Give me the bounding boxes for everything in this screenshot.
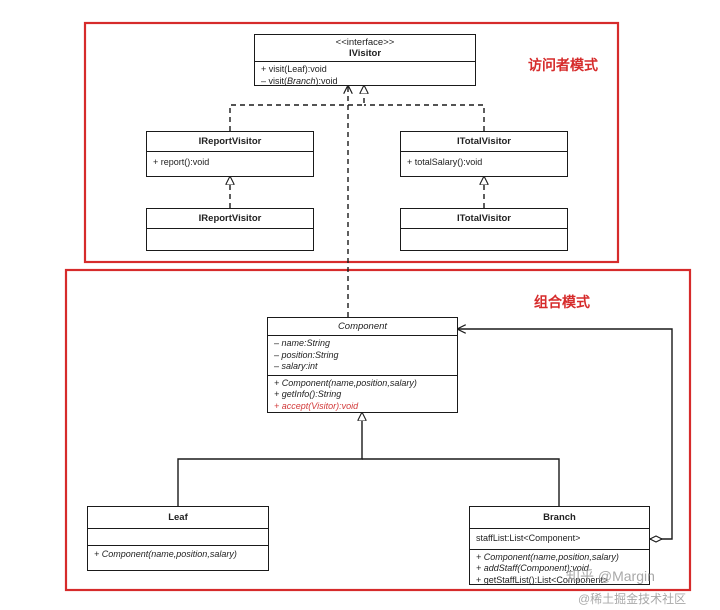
attribute-salary: – salary:int — [274, 361, 318, 371]
composite-pattern-label: 组合模式 — [534, 294, 590, 310]
generalization-branch-to-component — [362, 458, 560, 506]
class-branch[interactable]: Branch staffList:List<Component> + Compo… — [469, 506, 650, 585]
class-branch-name: Branch — [470, 507, 649, 529]
class-itotalvisitor-interface[interactable]: ITotalVisitor + totalSalary():void — [400, 131, 568, 177]
class-component[interactable]: Component – name:String – position:Strin… — [267, 317, 458, 413]
class-ivisitor-operations: + visit(Leaf):void – visit(Branch):void — [255, 62, 475, 89]
operation-leaf-constructor: + Component(name,position,salary) — [94, 549, 237, 559]
class-leaf-name: Leaf — [88, 507, 268, 529]
attribute-position: – position:String — [274, 349, 339, 360]
aggregation-branch-to-component — [458, 329, 673, 539]
class-leaf[interactable]: Leaf + Component(name,position,salary) — [87, 506, 269, 571]
operation-accept: + accept(Visitor):void — [274, 400, 359, 411]
operation-visit-branch: – visit(Branch):void — [261, 75, 338, 86]
operation-report: + report():void — [153, 157, 210, 167]
class-ireportvisitor-interface[interactable]: IReportVisitor + report():void — [146, 131, 314, 177]
attribute-staff-list: staffList:List<Component> — [470, 529, 649, 550]
watermark-juejin: @稀土掘金技术社区 — [578, 592, 687, 606]
class-ireportvisitor-header: IReportVisitor — [147, 132, 313, 152]
watermark-zhihu: 知乎 @Margin — [566, 568, 655, 584]
visitor-pattern-frame — [83, 21, 620, 264]
class-leaf-attributes — [88, 529, 268, 546]
class-itotalvisitor-impl-header: ITotalVisitor — [401, 209, 567, 229]
operation-branch-constructor: + Component(name,position,salary) — [476, 551, 619, 562]
composite-pattern-frame — [64, 268, 692, 592]
class-ivisitor[interactable]: <<interface>> IVisitor + visit(Leaf):voi… — [254, 34, 476, 86]
class-branch-operations: + Component(name,position,salary) + addS… — [470, 550, 649, 589]
class-ivisitor-name: IVisitor — [348, 48, 382, 59]
attribute-name: – name:String — [274, 338, 331, 348]
operation-get-info: + getInfo():String — [274, 389, 342, 399]
interface-stereotype: <<interface>> — [335, 37, 395, 48]
realization-itotal-to-ivisitor — [364, 104, 485, 131]
class-component-attributes: – name:String – position:String – salary… — [268, 336, 457, 376]
operation-total-salary: + totalSalary():void — [407, 157, 483, 167]
realization-ireport-to-ivisitor — [229, 86, 364, 131]
generalization-leaf-to-component — [177, 413, 362, 506]
class-itotalvisitor-header: ITotalVisitor — [401, 132, 567, 152]
class-ireportvisitor-impl[interactable]: IReportVisitor — [146, 208, 314, 251]
class-ireportvisitor-impl-header: IReportVisitor — [147, 209, 313, 229]
operation-visit-leaf: + visit(Leaf):void — [261, 64, 327, 74]
class-itotalvisitor-impl[interactable]: ITotalVisitor — [400, 208, 568, 251]
class-component-operations: + Component(name,position,salary) + getI… — [268, 376, 457, 415]
visitor-pattern-label: 访问者模式 — [528, 57, 598, 73]
operation-get-staff-list: + getStaffList():List<Component> — [476, 574, 609, 585]
operation-add-staff: + addStaff(Component):void — [476, 563, 589, 573]
operation-component-constructor: + Component(name,position,salary) — [274, 377, 417, 388]
class-component-name: Component — [268, 318, 457, 336]
class-ivisitor-header: <<interface>> IVisitor — [255, 35, 475, 62]
